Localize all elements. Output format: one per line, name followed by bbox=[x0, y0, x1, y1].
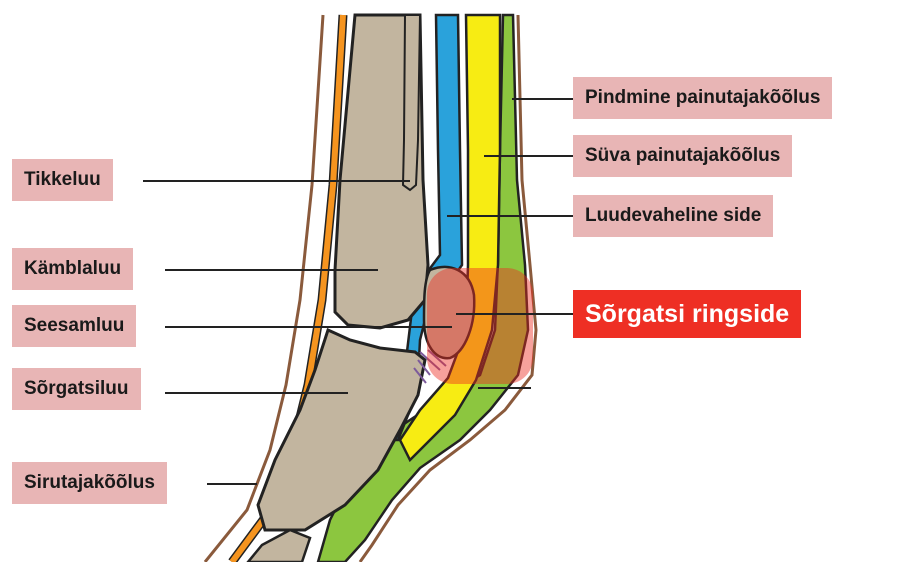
label-tikkeluu: Tikkeluu bbox=[12, 159, 113, 201]
label-sorgatsiluu: Sõrgatsiluu bbox=[12, 368, 141, 410]
label-kamblaluu: Kämblaluu bbox=[12, 248, 133, 290]
label-seesamluu: Seesamluu bbox=[12, 305, 136, 347]
label-sorgatsi-ringside: Sõrgatsi ringside bbox=[573, 290, 801, 338]
pastern-bone bbox=[258, 330, 425, 530]
splint-bone bbox=[403, 15, 420, 190]
label-suva-painutajakoolus: Süva painutajakõõlus bbox=[573, 135, 792, 177]
label-pindmine-painutajakoolus: Pindmine painutajakõõlus bbox=[573, 77, 832, 119]
label-luudevaheline-side: Luudevaheline side bbox=[573, 195, 773, 237]
label-sirutajakoolus: Sirutajakõõlus bbox=[12, 462, 167, 504]
